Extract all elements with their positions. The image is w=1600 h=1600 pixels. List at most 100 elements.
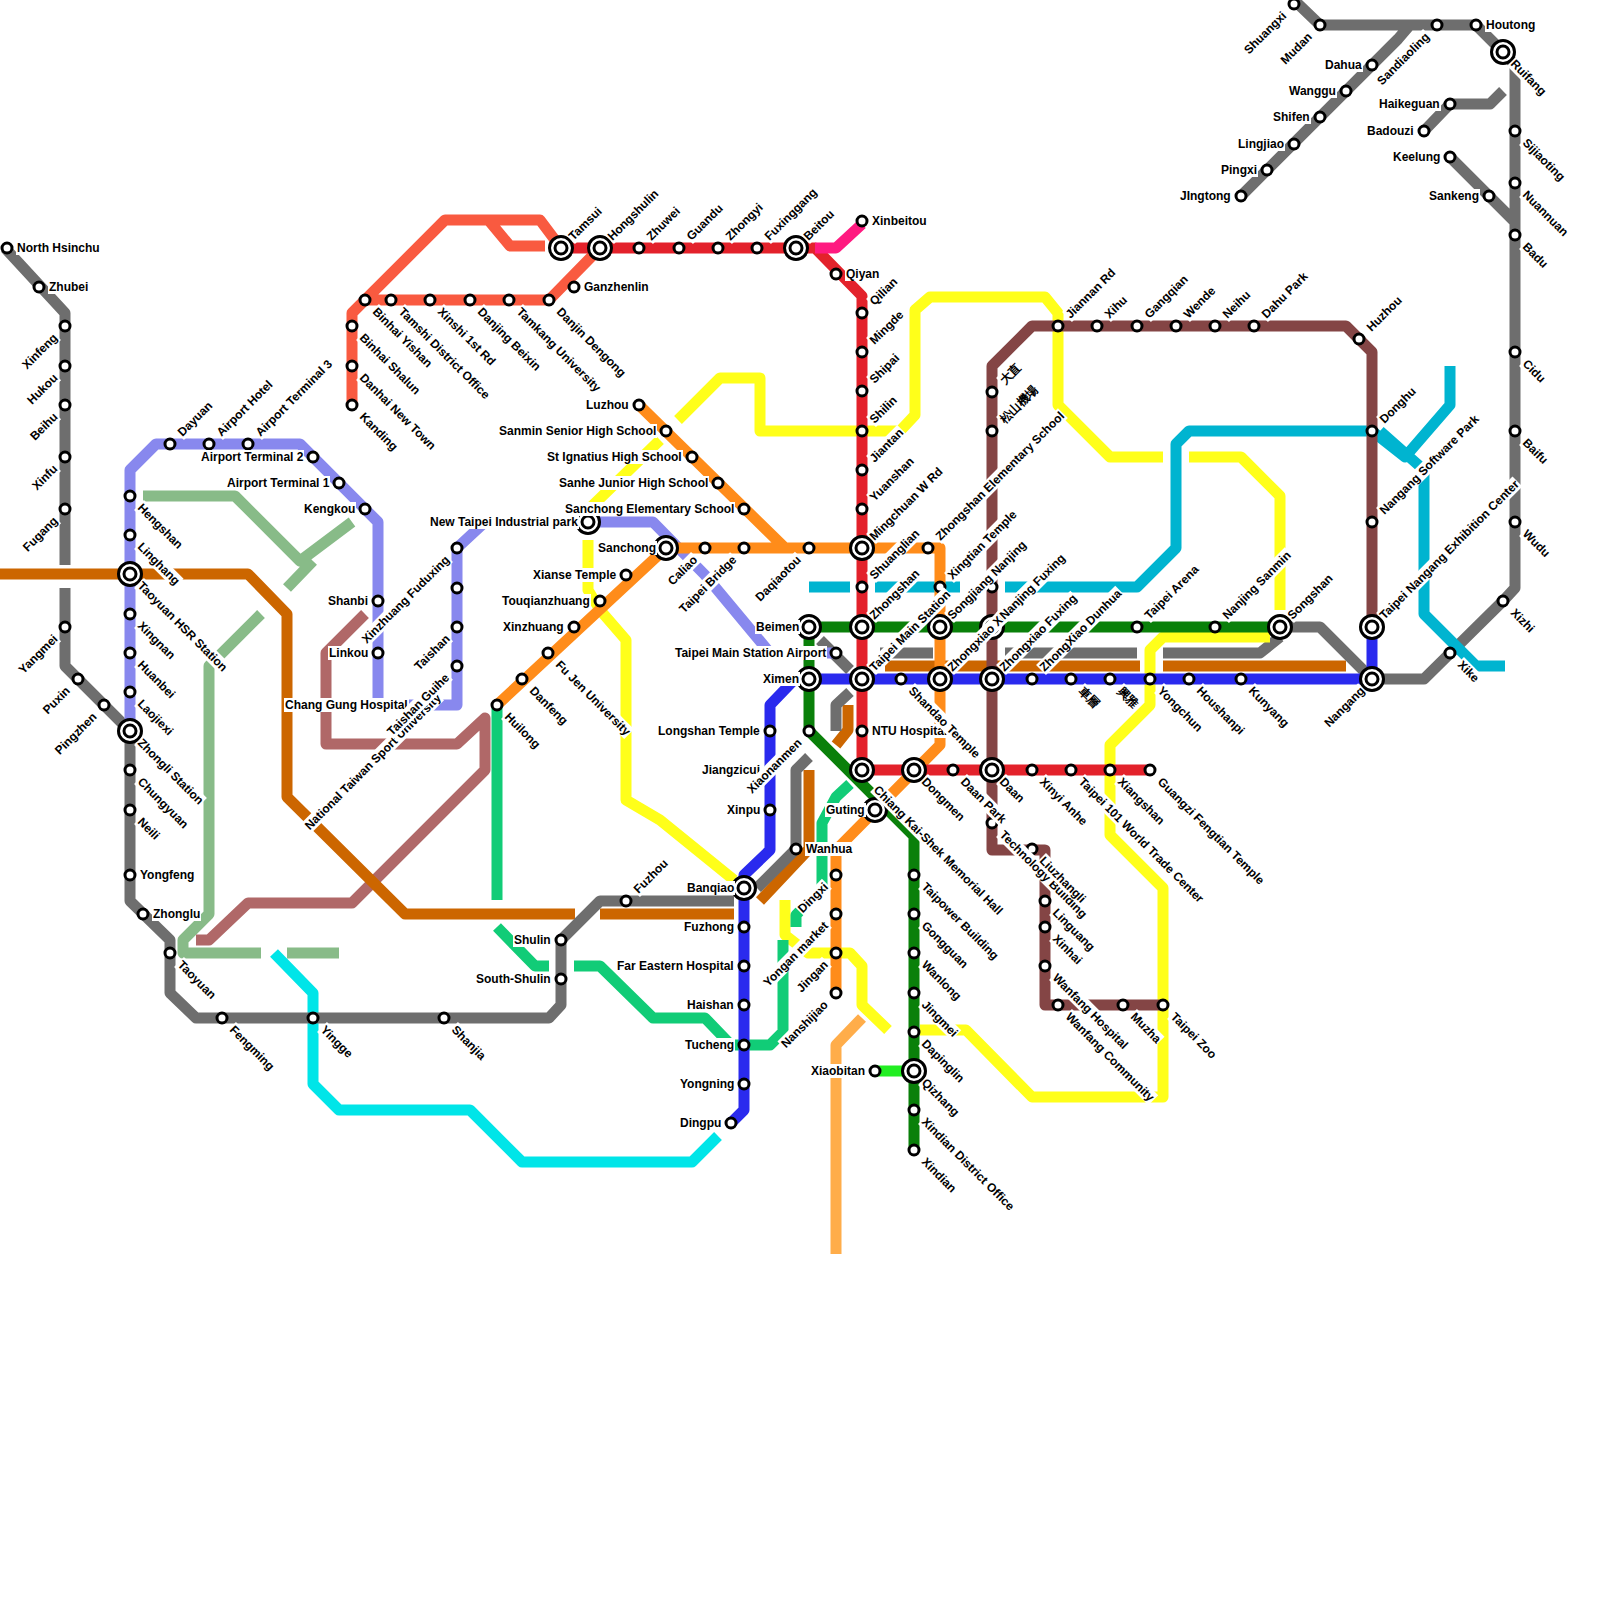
station-label: Songshan: [1284, 571, 1336, 623]
station-label: Badouzi: [1366, 124, 1415, 138]
station-label: Xihu: [1101, 292, 1131, 322]
station-label: Fengming: [226, 1022, 278, 1074]
station-label: Wende: [1180, 283, 1219, 322]
station-label: New Taipei Industrial park: [429, 515, 579, 529]
station-label: Dahua: [1324, 58, 1363, 72]
station-label: Wudu: [1519, 526, 1554, 561]
station-label: Shulin: [513, 933, 552, 947]
metro-line: [588, 297, 1280, 1097]
station-label: Daan: [996, 774, 1028, 806]
station-label: Sijiaoting: [1519, 135, 1568, 184]
station-label: Taoyuan: [174, 957, 220, 1003]
station-dot: [7, 4, 1515, 1150]
station-label: Nuannuan: [1519, 187, 1572, 240]
station-label: Tucheng: [684, 1038, 735, 1052]
station-label: Xinzhuang Fuduxing: [358, 552, 453, 647]
station-label: Technology Building: [996, 827, 1091, 922]
station-label: Nanjing Sanmin: [1219, 548, 1294, 623]
station-label: Shilin: [866, 393, 900, 427]
station-label: Danjin Dengong: [553, 304, 629, 380]
station-label: Yongning: [679, 1077, 735, 1091]
station-label: Ximen: [762, 672, 800, 686]
station-label: 車層: [1075, 683, 1103, 711]
station-label: 大直: [996, 360, 1024, 388]
station-label: Sanhe Junior High School: [558, 476, 709, 490]
station-label: Fu Jen University: [552, 657, 634, 739]
station-label: Ganzhenlin: [583, 280, 650, 294]
station-label: 松山機場: [996, 382, 1041, 427]
station-label: Xinfeng: [19, 330, 61, 372]
metro-line: [497, 405, 940, 993]
station-label: Sanchong Elementary School: [564, 502, 735, 516]
line-group: [0, 0, 1515, 1254]
station-label: Mudan: [1277, 29, 1316, 68]
station-label: Huanbei: [134, 657, 179, 702]
station-label: Jiangzicui: [701, 763, 761, 777]
interchange-dot: [130, 52, 1503, 1071]
station-label: Yongan market: [760, 918, 832, 990]
station-label: 興雅: [1114, 683, 1142, 711]
interchange-dot: [130, 52, 1503, 1071]
station-label: Zhonglu: [152, 907, 201, 921]
station-dot: [7, 4, 1515, 1150]
station-label: Jingan: [793, 957, 832, 996]
station-label: Fuzhou: [630, 855, 671, 896]
station-label: Luzhou: [585, 398, 630, 412]
station-label: Huilong: [501, 709, 544, 752]
station-label: Dingxi: [794, 879, 831, 916]
station-label: Dingpu: [679, 1116, 722, 1130]
station-label: Wanggu: [1288, 84, 1337, 98]
station-label: Badu: [1519, 239, 1552, 272]
station-label: St Ignatius High School: [546, 450, 683, 464]
station-label: Airport Terminal 2: [200, 450, 304, 464]
station-label: Taipei Main Station Airport: [674, 646, 827, 660]
station-label: Sanchong: [597, 541, 657, 555]
station-label: Sandiaoling: [1374, 29, 1433, 88]
station-label: Longshan Temple: [657, 724, 761, 738]
station-label: Baifu: [1519, 435, 1552, 468]
station-label: Xinbeitou: [871, 214, 928, 228]
station-label: Houtong: [1485, 18, 1536, 32]
station-label: Zhongli Station: [134, 735, 207, 808]
station-label: Far Eastern Hospital: [616, 959, 735, 973]
station-label: Zhubei: [48, 280, 89, 294]
station-label: Xinzhuang: [502, 620, 565, 634]
station-label: Beihu: [26, 409, 61, 444]
station-label: Guandu: [683, 201, 726, 244]
station-label: Beimen: [755, 620, 800, 634]
station-label: Haishan: [686, 998, 735, 1012]
station-label: Linkou: [328, 646, 369, 660]
station-label: Lingjiao: [1237, 137, 1285, 151]
interchange-dot: [130, 52, 1503, 1071]
station-label: Mingde: [866, 307, 907, 348]
station-label: Yangmei: [15, 631, 61, 677]
station-label: Nangang: [1321, 683, 1369, 731]
station-label: Xianse Temple: [532, 568, 617, 582]
station-label: Keelung: [1392, 150, 1441, 164]
interchange-dot: [130, 52, 1503, 1071]
metro-line: [196, 614, 485, 940]
station-label: Zhuwei: [643, 203, 684, 244]
station-label: Nangang Software Park: [1376, 411, 1483, 518]
station-label: Donghu: [1376, 384, 1419, 427]
station-label: Sankeng: [1428, 189, 1480, 203]
station-label: Danfeng: [526, 683, 571, 728]
station-label: Shanjia: [448, 1022, 489, 1063]
station-label: Fugang: [19, 513, 61, 555]
station-label: NTU Hospital: [871, 724, 948, 738]
station-label: Sanmin Senior High School: [498, 424, 657, 438]
station-label: Taishan: [411, 631, 454, 674]
station-label: Huzhou: [1363, 293, 1405, 335]
station-label: Nanshijiao: [777, 997, 831, 1051]
station-label: Banqiao: [686, 881, 735, 895]
station-dots: [7, 4, 1515, 1150]
station-label: Cidu: [1519, 356, 1549, 386]
station-label: JIngtong: [1179, 189, 1232, 203]
metro-line: [731, 627, 1372, 1123]
station-label: Muzha: [1127, 1009, 1165, 1047]
station-label: Guting: [825, 803, 866, 817]
station-label: Hukou: [24, 370, 62, 408]
station-label: Yongfeng: [139, 868, 195, 882]
station-label: Shipai: [866, 350, 903, 387]
station-label: Beitou: [800, 206, 838, 244]
